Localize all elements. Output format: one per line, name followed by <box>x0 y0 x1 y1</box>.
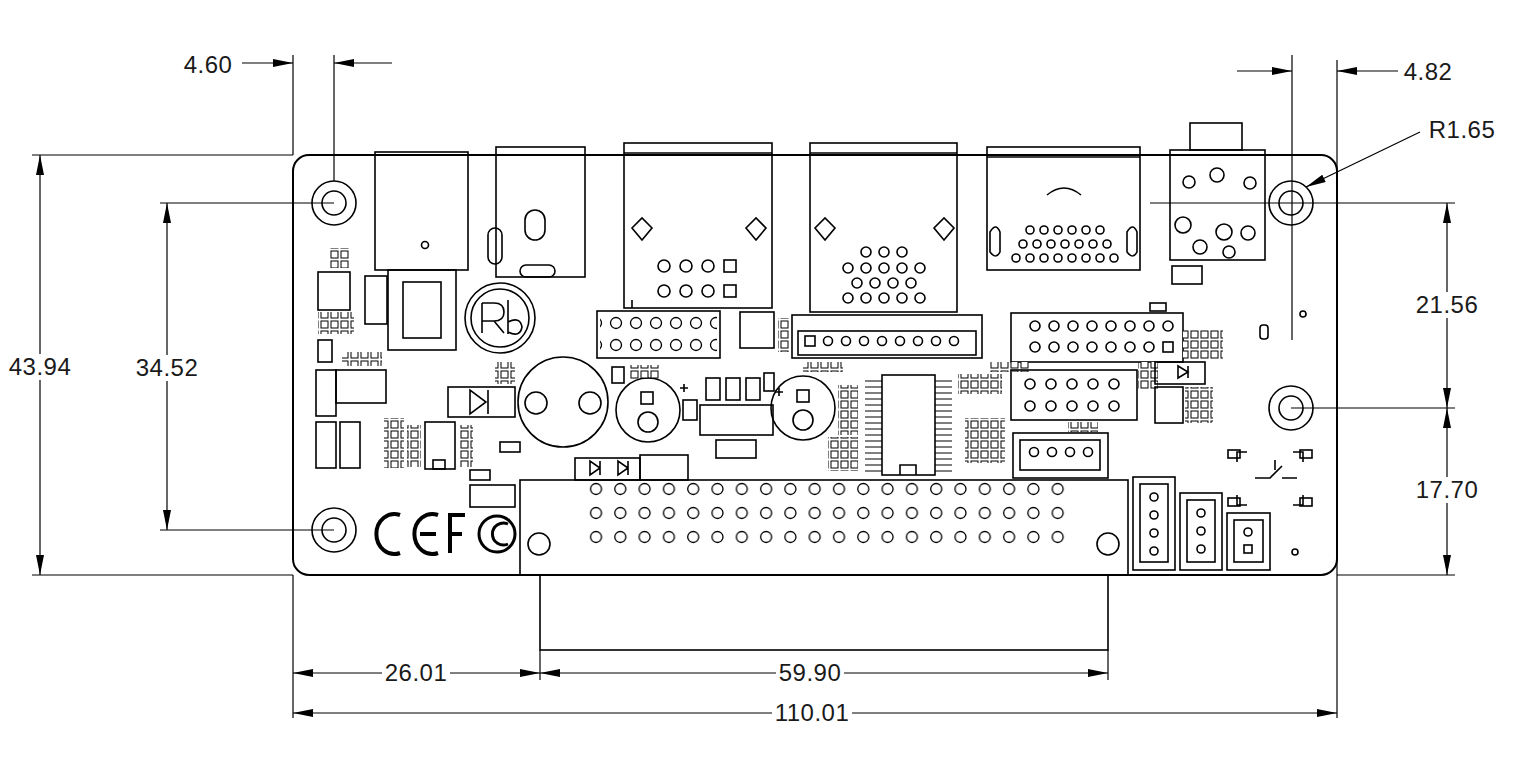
dimension-label: 43.94 <box>6 354 75 380</box>
dimension-label: 26.01 <box>382 660 451 686</box>
dimension-label: 17.70 <box>1413 477 1482 503</box>
dimension-label: 110.01 <box>772 700 853 726</box>
dimension-label: 21.56 <box>1413 292 1482 318</box>
dimension-label: 34.52 <box>133 355 202 381</box>
dimension-label: 4.60 <box>181 52 236 78</box>
dimension-label: 4.82 <box>1401 59 1456 85</box>
dimension-label: 59.90 <box>776 660 845 686</box>
dimension-label: R1.65 <box>1426 117 1499 143</box>
